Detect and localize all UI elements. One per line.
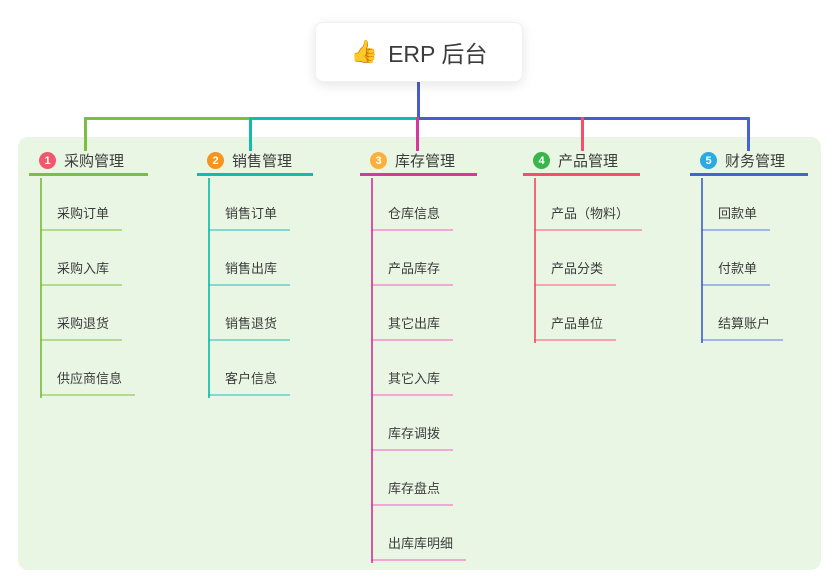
branch-label: 财务管理 bbox=[725, 153, 786, 170]
child-node[interactable]: 销售出库 bbox=[208, 258, 291, 286]
connector-bus-green bbox=[84, 117, 251, 120]
branch-node-purchase[interactable]: 1 采购管理 bbox=[29, 148, 148, 176]
branch-child-connector bbox=[208, 178, 210, 398]
child-node[interactable]: 付款单 bbox=[701, 258, 771, 286]
child-node[interactable]: 产品单位 bbox=[534, 313, 617, 341]
child-node[interactable]: 产品分类 bbox=[534, 258, 617, 286]
branch-node-product[interactable]: 4 产品管理 bbox=[523, 148, 640, 176]
branch-child-connector bbox=[40, 178, 42, 398]
connector-drop-inventory bbox=[416, 117, 419, 151]
connector-drop-product bbox=[581, 117, 584, 151]
thumbs-up-icon: 👍 bbox=[350, 39, 379, 64]
child-node[interactable]: 结算账户 bbox=[701, 313, 784, 341]
badge-5: 5 bbox=[700, 152, 717, 169]
child-node[interactable]: 库存盘点 bbox=[371, 478, 454, 506]
connector-drop-sales bbox=[249, 117, 252, 151]
child-node[interactable]: 其它出库 bbox=[371, 313, 454, 341]
child-node[interactable]: 销售订单 bbox=[208, 203, 291, 231]
badge-1: 1 bbox=[39, 152, 56, 169]
branch-label: 产品管理 bbox=[558, 153, 619, 170]
branch-finance: 5 财务管理 回款单 付款单 结算账户 bbox=[690, 148, 808, 343]
child-node[interactable]: 库存调拨 bbox=[371, 423, 454, 451]
child-node[interactable]: 采购入库 bbox=[40, 258, 123, 286]
child-node[interactable]: 其它入库 bbox=[371, 368, 454, 396]
branch-label: 销售管理 bbox=[232, 153, 293, 170]
branch-label: 采购管理 bbox=[64, 153, 125, 170]
branch-purchase: 1 采购管理 采购订单 采购入库 采购退货 供应商信息 bbox=[29, 148, 148, 398]
connector-root-drop bbox=[417, 82, 420, 119]
branch-child-connector bbox=[371, 178, 373, 563]
badge-4: 4 bbox=[533, 152, 550, 169]
child-node[interactable]: 产品库存 bbox=[371, 258, 454, 286]
branch-product: 4 产品管理 产品（物料） 产品分类 产品单位 bbox=[523, 148, 643, 343]
child-node[interactable]: 产品（物料） bbox=[534, 203, 643, 231]
branch-node-sales[interactable]: 2 销售管理 bbox=[197, 148, 313, 176]
child-node[interactable]: 采购退货 bbox=[40, 313, 123, 341]
branch-label: 库存管理 bbox=[395, 153, 456, 170]
badge-3: 3 bbox=[370, 152, 387, 169]
root-node-erp[interactable]: 👍 ERP 后台 bbox=[315, 22, 523, 82]
branch-inventory: 3 库存管理 仓库信息 产品库存 其它出库 其它入库 库存调拨 库存盘点 出库库… bbox=[360, 148, 477, 563]
root-node-label: ERP 后台 bbox=[388, 41, 488, 67]
branch-sales: 2 销售管理 销售订单 销售出库 销售退货 客户信息 bbox=[197, 148, 313, 398]
child-node[interactable]: 采购订单 bbox=[40, 203, 123, 231]
connector-drop-purchase bbox=[84, 117, 87, 151]
badge-2: 2 bbox=[207, 152, 224, 169]
branch-node-inventory[interactable]: 3 库存管理 bbox=[360, 148, 477, 176]
connector-bus-teal bbox=[251, 117, 417, 120]
branch-node-finance[interactable]: 5 财务管理 bbox=[690, 148, 808, 176]
branch-child-connector bbox=[534, 178, 536, 343]
child-node[interactable]: 出库库明细 bbox=[371, 533, 467, 561]
connector-drop-finance bbox=[747, 117, 750, 151]
child-node[interactable]: 回款单 bbox=[701, 203, 771, 231]
child-node[interactable]: 销售退货 bbox=[208, 313, 291, 341]
child-node[interactable]: 供应商信息 bbox=[40, 368, 136, 396]
child-node[interactable]: 仓库信息 bbox=[371, 203, 454, 231]
branch-child-connector bbox=[701, 178, 703, 343]
child-node[interactable]: 客户信息 bbox=[208, 368, 291, 396]
mindmap-panel bbox=[18, 137, 821, 570]
